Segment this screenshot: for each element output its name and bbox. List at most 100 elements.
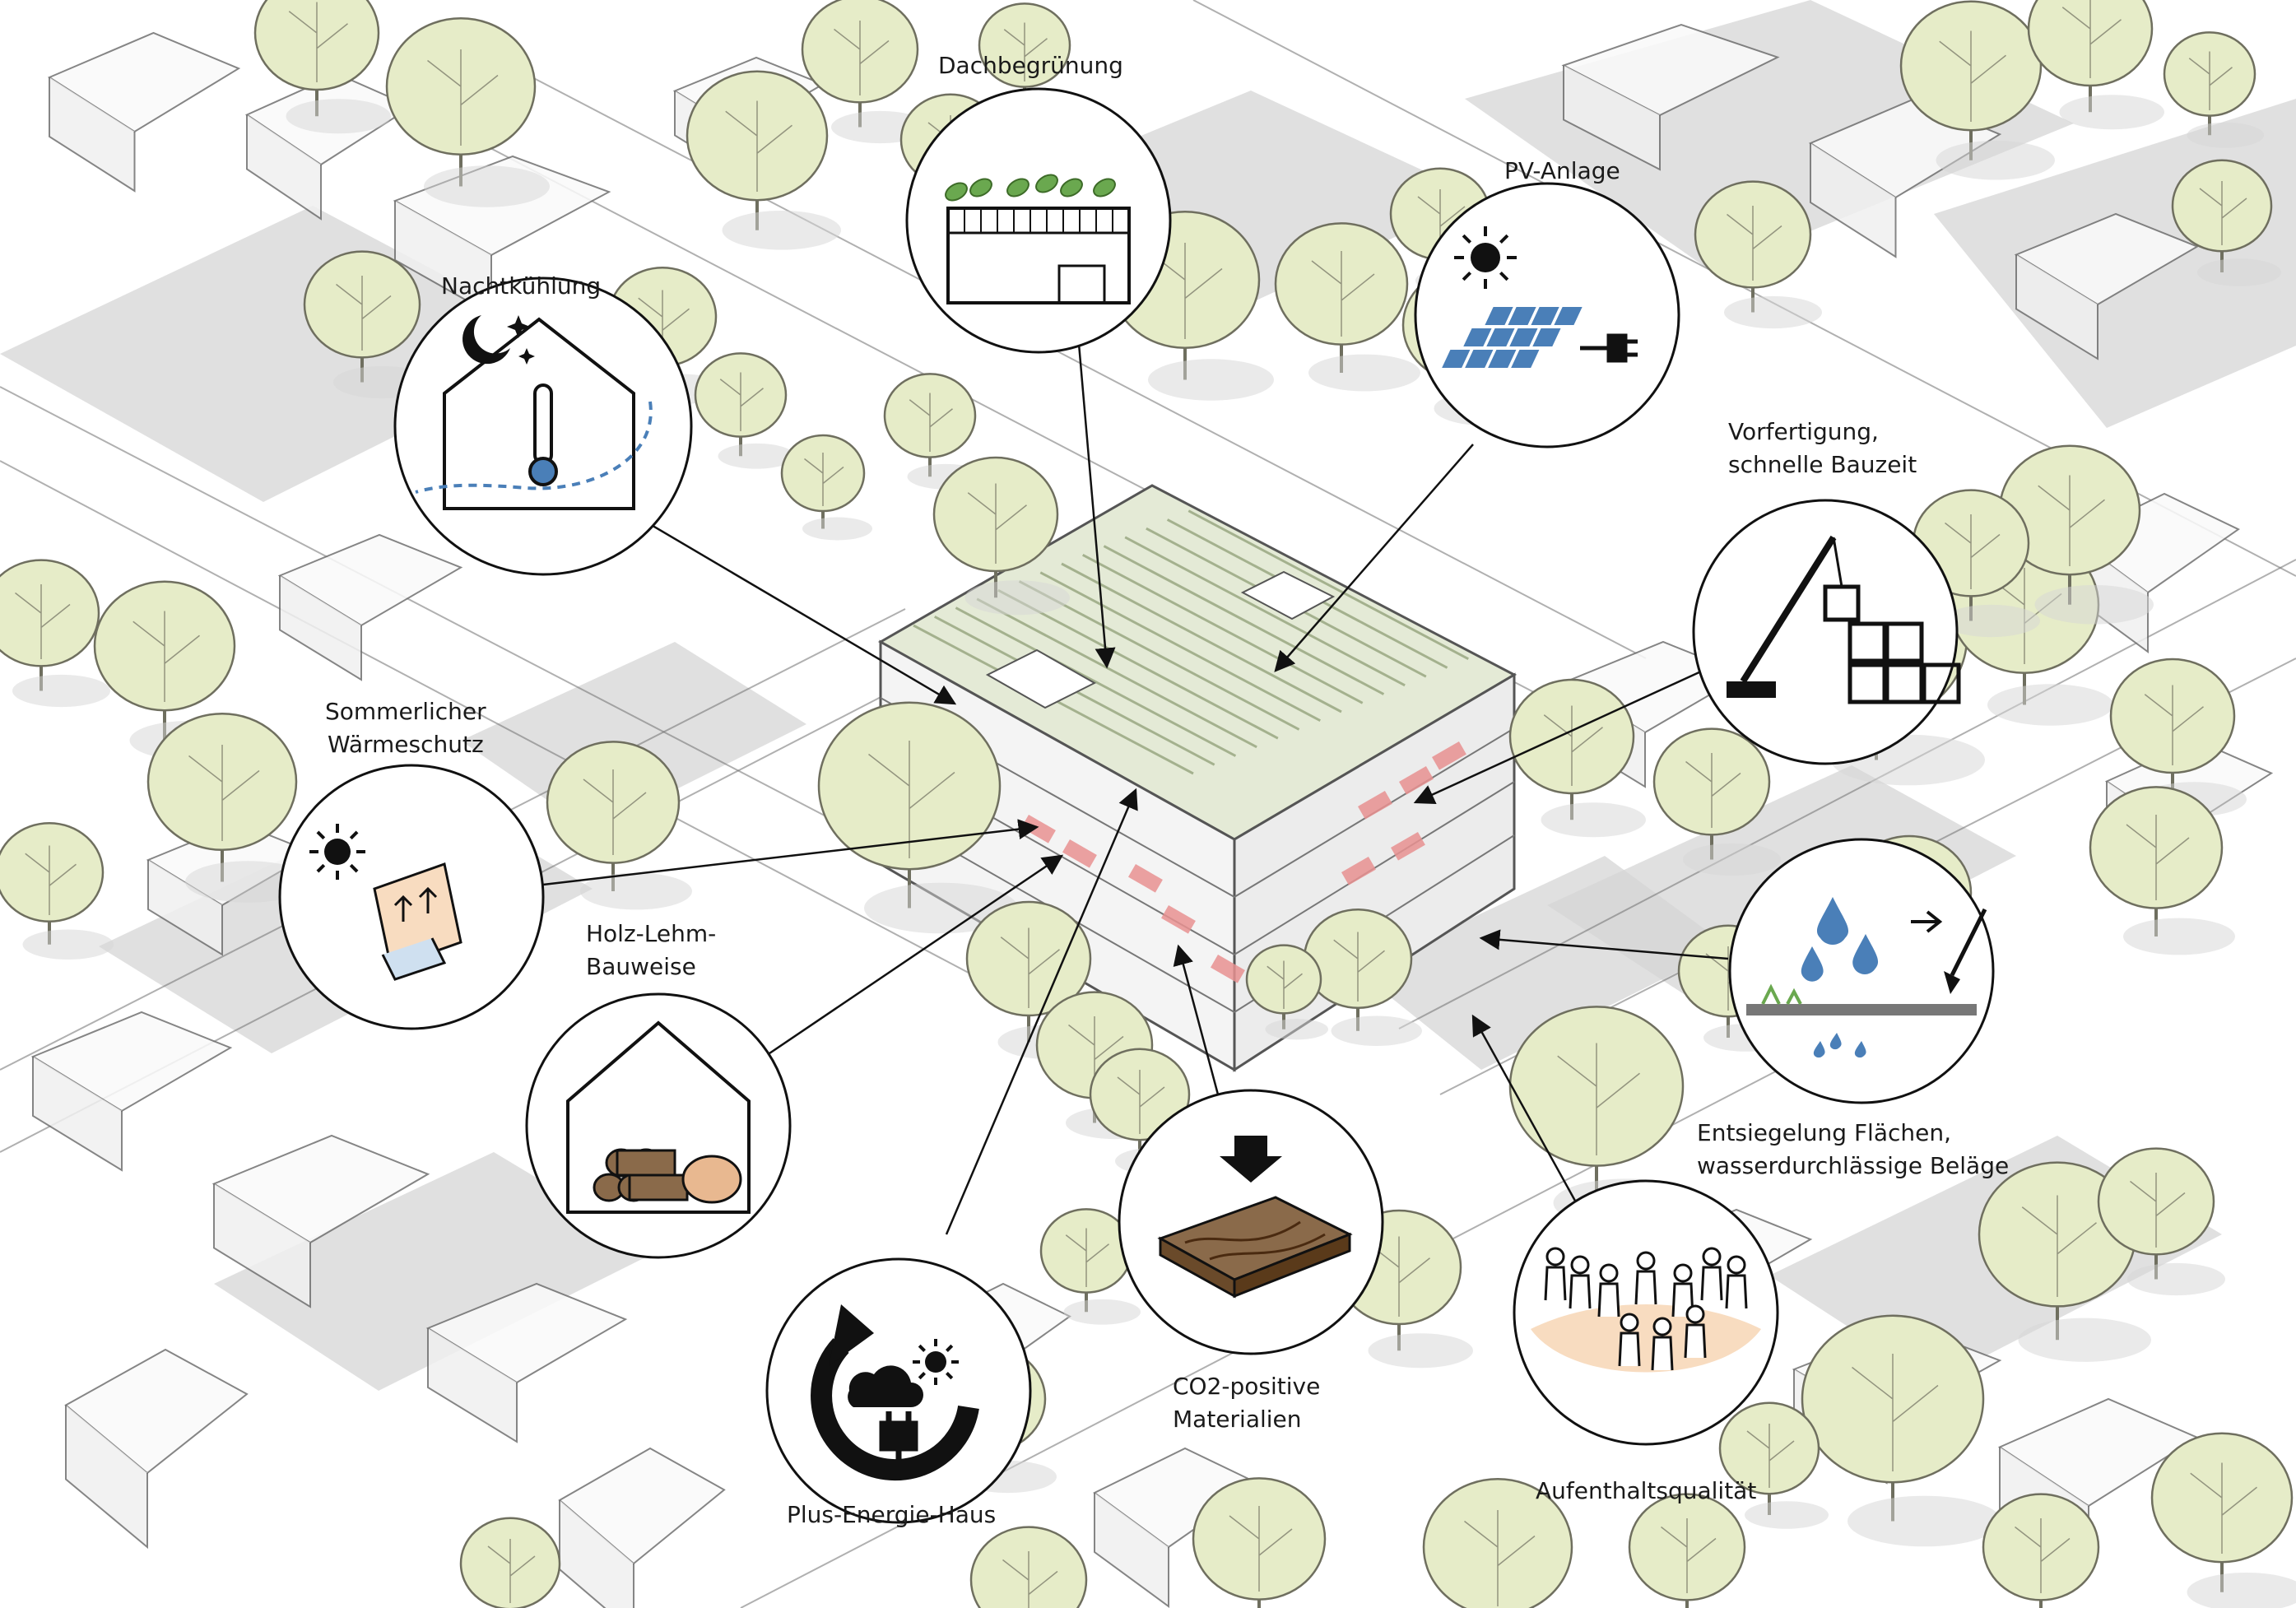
tree — [780, 434, 872, 541]
label-plus-energie: Plus-Energie-Haus — [787, 1501, 997, 1528]
tree-branches — [1267, 960, 1303, 1009]
tree-branches — [2144, 685, 2204, 765]
label-entsiegelung: Entsiegelung Flächen, wasserdurchlässige… — [1697, 1119, 2010, 1179]
callout-arrow — [542, 819, 1039, 886]
tree-branches — [2188, 51, 2233, 110]
solar-panel-icon — [1414, 182, 1680, 448]
tree — [2097, 1147, 2225, 1296]
tree — [1422, 1477, 1573, 1608]
tree-shadow — [1683, 843, 1781, 876]
pv-panel-row — [976, 597, 1257, 749]
permeable-surface-icon — [1728, 838, 1995, 1104]
pv-cell — [1554, 307, 1583, 325]
tree-branches — [967, 483, 1027, 564]
tree-shadow — [864, 882, 1018, 934]
tree — [1982, 1493, 2100, 1608]
block-wall — [1810, 143, 1897, 258]
person-head — [1599, 1263, 1619, 1283]
tree — [2163, 31, 2264, 148]
sun-ray — [918, 1344, 926, 1352]
water-drop — [1852, 934, 1879, 974]
plug — [1580, 333, 1638, 363]
block-wall — [147, 860, 223, 956]
sun-ray — [946, 1372, 954, 1380]
wood-clay-house-icon — [525, 992, 792, 1259]
sun-core — [925, 1351, 946, 1373]
sun-icon — [1454, 226, 1517, 289]
ground-surface — [1746, 1004, 1977, 1015]
tree-shadow — [2123, 918, 2235, 955]
label-aufenthalt: Aufenthaltsqualität — [1536, 1477, 1757, 1504]
grass — [1761, 983, 1802, 1005]
pv-panel-row — [1039, 571, 1321, 723]
pv-panel-row — [955, 606, 1237, 757]
label-dachbegruenung: Dachbegrünung — [938, 52, 1123, 79]
balcony-accent — [1211, 955, 1245, 983]
balcony-accent — [1358, 791, 1392, 820]
tree-branches — [909, 393, 953, 452]
tree-shadow — [1541, 802, 1646, 838]
tree-branches — [1852, 1354, 1939, 1471]
person-head — [1570, 1255, 1590, 1275]
tree-shadow — [1936, 140, 2055, 180]
balcony-accent — [1341, 857, 1376, 885]
tree-branches — [1939, 30, 2006, 122]
plug — [879, 1411, 918, 1473]
sun-core — [1471, 243, 1500, 272]
tree-branches — [1661, 1518, 1717, 1593]
pv-panel-row — [1188, 509, 1469, 661]
sun-shading-icon — [278, 764, 545, 1030]
shading-panel — [373, 862, 462, 969]
tree-shadow — [286, 99, 391, 134]
tree-shadow — [802, 517, 872, 541]
tree-branches — [583, 769, 647, 855]
sun-core — [324, 839, 351, 865]
tree — [694, 352, 795, 469]
person-head — [1685, 1304, 1705, 1324]
tree — [2150, 1432, 2296, 1608]
sun-ray — [946, 1344, 954, 1352]
log — [628, 1173, 689, 1201]
person-head — [1620, 1313, 1639, 1332]
block-roof — [211, 1134, 430, 1244]
leaf — [1093, 178, 1116, 198]
tree — [546, 741, 692, 910]
callout-arrow — [1471, 1014, 1582, 1211]
stacked-module — [1885, 662, 1924, 704]
sun-ray — [349, 863, 359, 873]
tree-shadow — [1368, 1333, 1473, 1369]
tree — [1039, 1208, 1141, 1325]
roof-light-well — [985, 648, 1097, 709]
person-body — [1684, 1323, 1707, 1359]
leaf — [1035, 174, 1058, 193]
block-wall — [427, 1328, 518, 1443]
pv-cell — [1465, 350, 1494, 368]
leaf — [1006, 178, 1029, 198]
person-body — [1569, 1274, 1592, 1309]
seep-drop — [1854, 1041, 1866, 1058]
tree — [1274, 222, 1420, 392]
leaf — [1060, 178, 1083, 198]
clay-lump — [681, 1155, 742, 1204]
sun-ray — [1499, 234, 1509, 244]
tree — [1192, 1477, 1327, 1608]
crane-base — [1727, 681, 1776, 698]
ground-shadow — [1358, 856, 1728, 1070]
tree-branches — [2130, 1173, 2186, 1248]
tree-branches — [2061, 0, 2122, 78]
tree-branches — [725, 100, 792, 192]
building-outline — [946, 207, 1131, 304]
tree-shadow — [2197, 258, 2281, 286]
tree-branches — [1333, 932, 1385, 1002]
tree-branches — [1065, 1228, 1109, 1287]
tree — [2027, 0, 2164, 130]
thermometer-bulb — [528, 457, 558, 486]
person-head — [1727, 1255, 1746, 1275]
leaf — [969, 178, 992, 198]
tree — [2171, 159, 2281, 286]
people-gathering-icon — [1513, 1179, 1779, 1446]
block-wall — [32, 1057, 123, 1172]
sun-icon — [913, 1339, 959, 1385]
pv-cell — [1485, 307, 1513, 325]
water-drop — [1816, 897, 1849, 946]
